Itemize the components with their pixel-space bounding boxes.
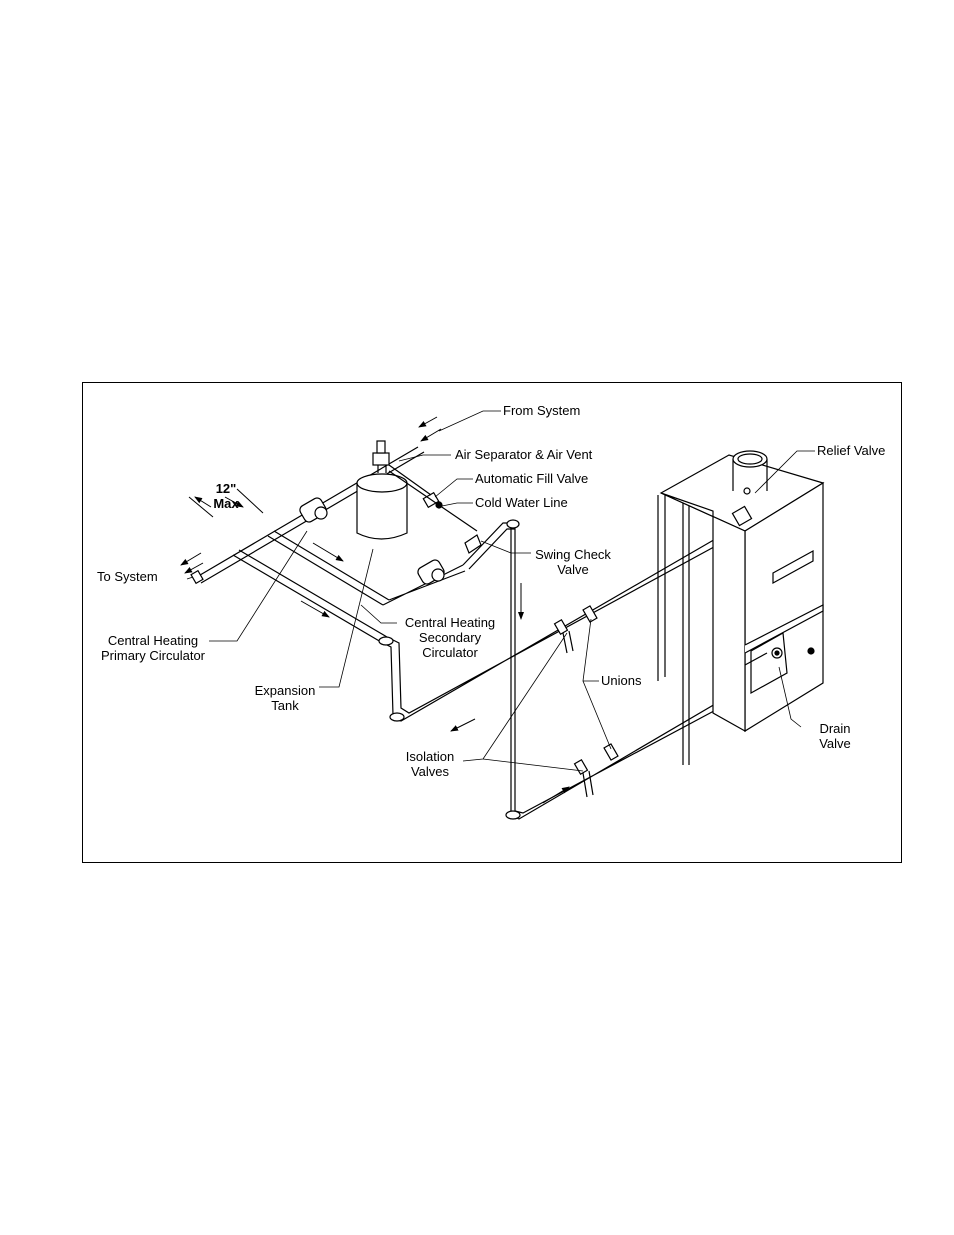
- label-ch-secondary: Central Heating Secondary Circulator: [395, 615, 505, 660]
- label-ch-secondary-line1: Central Heating: [395, 615, 505, 630]
- pipe-elbows: [191, 520, 520, 819]
- label-isolation-line1: Isolation: [397, 749, 463, 764]
- label-air-separator: Air Separator & Air Vent: [455, 447, 592, 462]
- label-12-max-line2: Max: [211, 496, 241, 511]
- swing-check-valve: [465, 535, 481, 553]
- diagram-frame: From System Air Separator & Air Vent Aut…: [82, 382, 902, 863]
- label-cold-water-line: Cold Water Line: [475, 495, 568, 510]
- label-isolation-line2: Valves: [397, 764, 463, 779]
- secondary-circulator: [416, 558, 446, 586]
- boiler-body: [661, 451, 823, 731]
- label-drain-line2: Valve: [805, 736, 865, 751]
- label-swing-check-line2: Valve: [523, 562, 623, 577]
- label-expansion-line1: Expansion: [247, 683, 323, 698]
- label-ch-primary: Central Heating Primary Circulator: [95, 633, 211, 663]
- label-isolation-valves: Isolation Valves: [397, 749, 463, 779]
- label-auto-fill-valve: Automatic Fill Valve: [475, 471, 588, 486]
- label-ch-secondary-line2: Secondary: [395, 630, 505, 645]
- label-expansion-line2: Tank: [247, 698, 323, 713]
- label-ch-secondary-line3: Circulator: [395, 645, 505, 660]
- primary-circulator: [298, 496, 328, 524]
- label-swing-check-line1: Swing Check: [523, 547, 623, 562]
- label-12-max-line1: 12": [211, 481, 241, 496]
- label-from-system: From System: [503, 403, 580, 418]
- label-12-max: 12" Max: [211, 481, 241, 511]
- label-drain-valve: Drain Valve: [805, 721, 865, 751]
- label-unions: Unions: [601, 673, 641, 688]
- label-drain-line1: Drain: [805, 721, 865, 736]
- label-ch-primary-line2: Primary Circulator: [95, 648, 211, 663]
- label-swing-check: Swing Check Valve: [523, 547, 623, 577]
- air-separator: [373, 441, 389, 465]
- label-ch-primary-line1: Central Heating: [95, 633, 211, 648]
- label-relief-valve: Relief Valve: [817, 443, 885, 458]
- label-expansion-tank: Expansion Tank: [247, 683, 323, 713]
- label-to-system: To System: [97, 569, 158, 584]
